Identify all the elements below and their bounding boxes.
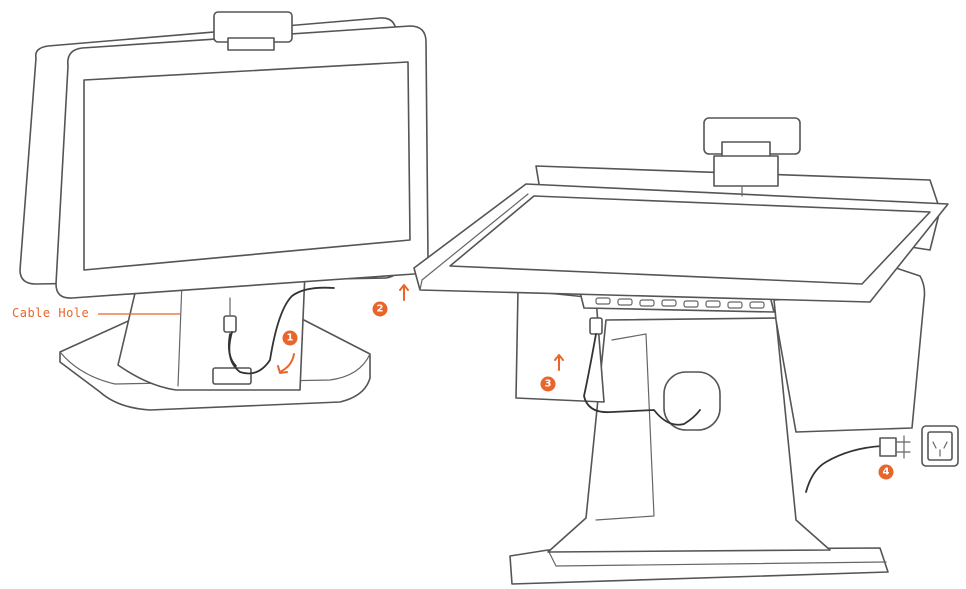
left-plug xyxy=(224,316,236,332)
svg-text:2: 2 xyxy=(377,304,384,315)
right-cable-window xyxy=(664,372,720,430)
step-badge-3: 3 xyxy=(541,377,556,392)
wall-socket-icon xyxy=(922,426,958,466)
right-terminal xyxy=(414,118,948,584)
arrow-icon xyxy=(400,285,408,300)
step-badge-1: 1 xyxy=(283,331,298,346)
svg-text:1: 1 xyxy=(287,333,294,344)
power-plug-icon xyxy=(880,436,910,458)
right-plug xyxy=(590,318,602,334)
power-cable xyxy=(806,446,882,492)
left-screen xyxy=(84,62,410,270)
step-badge-4: 4 xyxy=(879,465,894,480)
left-terminal xyxy=(20,12,428,410)
cable-hole xyxy=(213,368,251,384)
cable-hole-label: Cable Hole xyxy=(12,306,89,320)
step-badge-2: 2 xyxy=(373,302,388,317)
svg-text:4: 4 xyxy=(883,467,890,478)
svg-text:3: 3 xyxy=(545,379,552,390)
